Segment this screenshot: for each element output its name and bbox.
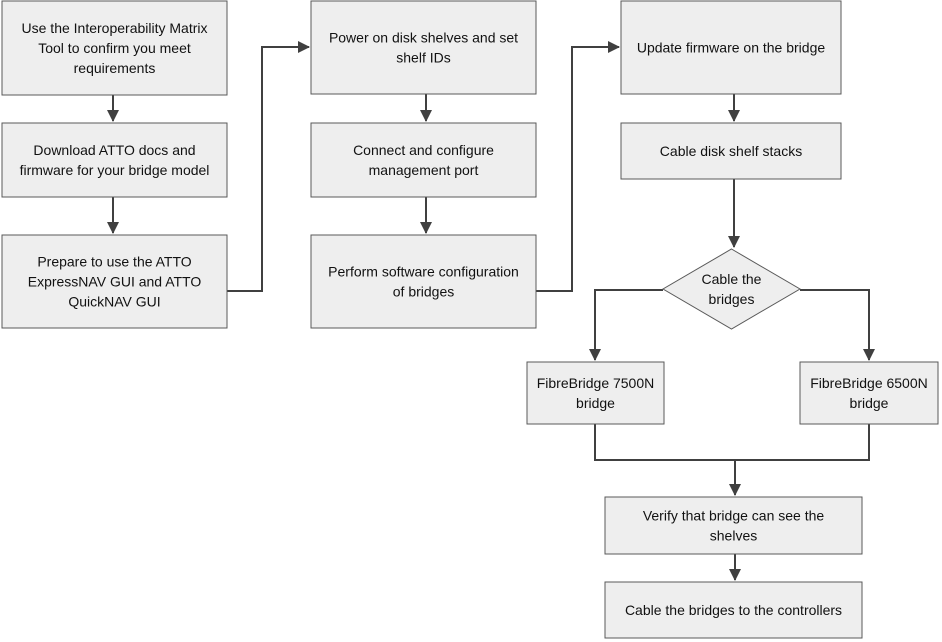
step-cable-bridges: Cable the bridges <box>662 248 801 330</box>
step-label-line: Perform software configuration <box>328 264 519 280</box>
step-cable-stacks: Cable disk shelf stacks <box>620 122 842 180</box>
step-download: Download ATTO docs and firmware for your … <box>1 122 228 198</box>
edge-decision-to-fb6500 <box>800 289 875 361</box>
process-box <box>620 122 842 180</box>
step-label-line: of bridges <box>393 284 454 300</box>
step-label-line: bridge <box>850 395 889 411</box>
step-label-line: Cable the bridges to the controllers <box>625 602 842 618</box>
step-label-line: Update firmware on the bridge <box>637 40 826 56</box>
step-label-line: requirements <box>74 60 156 76</box>
step-firmware: Update firmware on the bridge <box>620 0 842 95</box>
process-box <box>1 0 228 96</box>
step-power: Power on disk shelves and set shelf IDs <box>310 0 537 95</box>
step-label-line: Cable the <box>702 271 762 287</box>
step-label-line: bridges <box>709 291 755 307</box>
step-prepare: Prepare to use the ATTO ExpressNAV GUI an… <box>1 234 228 329</box>
step-label-line: Cable disk shelf stacks <box>660 143 802 159</box>
edge-software-to-firmware <box>536 41 620 292</box>
step-label-line: shelf IDs <box>396 50 450 66</box>
process-box <box>620 0 842 95</box>
step-fb6500: FibreBridge 6500N bridge <box>799 361 939 425</box>
process-box <box>604 581 863 639</box>
process-box <box>1 234 228 329</box>
process-box <box>799 361 939 425</box>
step-label-line: Power on disk shelves and set <box>329 30 518 46</box>
step-controllers: Cable the bridges to the controllers <box>604 581 863 639</box>
step-label-line: Use the Interoperability Matrix <box>22 20 208 36</box>
edge-fb7500-merge <box>594 424 870 461</box>
step-label-line: Verify that bridge can see the <box>643 508 825 524</box>
step-label-line: Tool to confirm you meet <box>38 40 191 56</box>
connectors <box>107 41 875 581</box>
step-label-line: FibreBridge 7500N <box>537 375 655 391</box>
step-software: Perform software configuration of bridges <box>310 234 537 329</box>
step-verify: Verify that bridge can see the shelves <box>604 496 863 555</box>
step-label-line: QuickNAV GUI <box>68 294 160 310</box>
step-label-line: Prepare to use the ATTO <box>37 254 191 270</box>
process-box <box>1 122 228 198</box>
step-label-line: shelves <box>710 528 757 544</box>
step-label-line: ExpressNAV GUI and ATTO <box>28 274 202 290</box>
edge-decision-to-fb7500 <box>589 289 663 361</box>
step-label-line: Connect and configure <box>353 142 494 158</box>
decision-diamond <box>662 248 801 330</box>
step-label-line: FibreBridge 6500N <box>810 375 928 391</box>
edge-prepare-to-power <box>227 41 310 292</box>
process-box <box>310 122 537 198</box>
step-fb7500: FibreBridge 7500N bridge <box>526 361 665 425</box>
process-box <box>310 0 537 95</box>
step-label-line: Download ATTO docs and <box>33 142 195 158</box>
process-box <box>310 234 537 329</box>
step-label-line: firmware for your bridge model <box>20 162 210 178</box>
step-label-line: management port <box>369 162 479 178</box>
step-label-line: bridge <box>576 395 615 411</box>
process-box <box>526 361 665 425</box>
step-connect: Connect and configure management port <box>310 122 537 198</box>
process-box <box>604 496 863 555</box>
